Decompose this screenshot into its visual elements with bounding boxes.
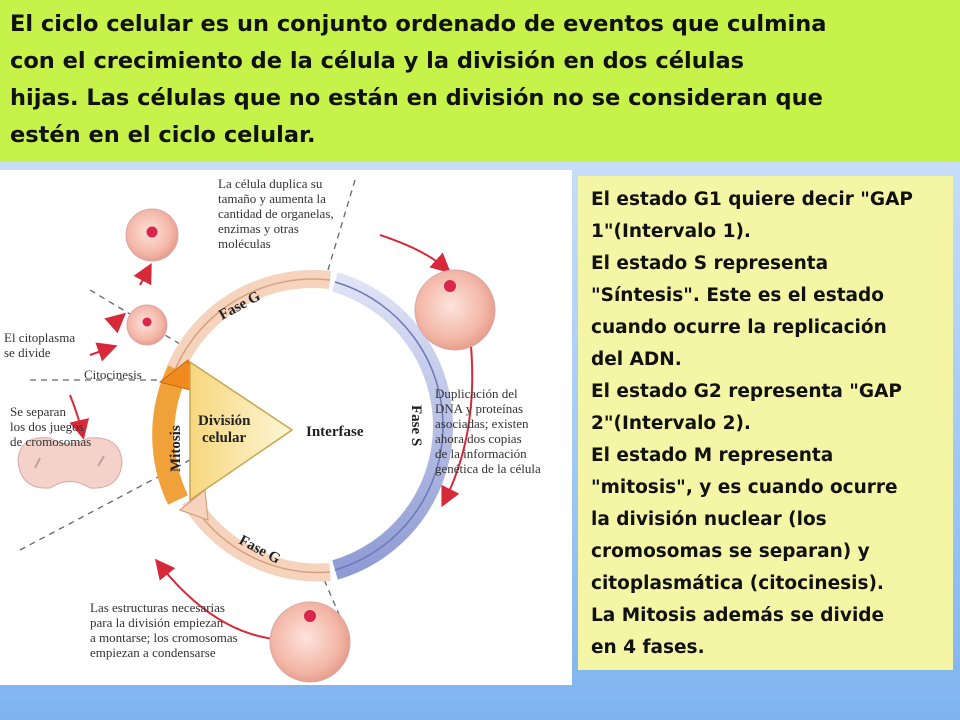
desc-top-line: moléculas [218, 236, 271, 251]
label-division-line: celular [202, 430, 246, 446]
desc-left1-line: El citoplasma [4, 330, 75, 345]
desc-left-cytoplasm: El citoplasma se divide [4, 330, 78, 360]
red-arrow [89, 342, 118, 362]
desc-right-line: de la información [435, 446, 527, 461]
label-division: División celular [198, 413, 254, 446]
desc-bottom-line: Las estructuras necesarias [90, 600, 225, 615]
desc-bottom-line: a montarse; los cromosomas [90, 630, 238, 645]
desc-right-line: ahora dos copias [435, 431, 522, 446]
desc-top-line: tamaño y aumenta la [218, 191, 326, 206]
info-line: 2"(Intervalo 2). [591, 413, 751, 434]
cell-large-bottom [269, 601, 351, 683]
desc-bottom-line: para la división empiezan [90, 615, 224, 630]
desc-right-line: asociadas; existen [435, 416, 529, 431]
banner-line-2: con el crecimiento de la célula y la div… [10, 48, 745, 74]
top-banner: El ciclo celular es un conjunto ordenado… [0, 0, 960, 162]
red-arrow [133, 262, 152, 286]
info-line: "mitosis", y es cuando ocurre [591, 477, 898, 498]
arc-fase-g2 [182, 495, 331, 582]
cell-dividing [17, 437, 123, 489]
info-panel: El estado G1 quiere decir "GAP 1"(Interv… [578, 176, 953, 670]
cell-cycle-diagram: La célula duplica su tamaño y aumenta la… [0, 170, 572, 685]
info-line: El estado S representa [591, 253, 829, 274]
info-line: cuando ocurre la replicación [591, 317, 887, 338]
label-fase-s: Fase S [408, 405, 424, 446]
label-division-line: División [198, 413, 251, 429]
arc-fase-g1-edge [174, 278, 331, 371]
desc-left-chromosomes: Se separan los dos juegos de cromosomas [10, 404, 91, 449]
desc-top: La célula duplica su tamaño y aumenta la… [218, 176, 337, 251]
desc-right-line: genética de la célula [435, 461, 541, 476]
banner-line-1: El ciclo celular es un conjunto ordenado… [10, 11, 827, 37]
label-citocinesis: Citocinesis [84, 367, 142, 382]
info-line: El estado M representa [591, 445, 834, 466]
info-line: "Síntesis". Este es el estado [591, 285, 884, 306]
dashed-line [319, 569, 351, 641]
desc-top-line: La célula duplica su [218, 176, 323, 191]
red-arrow [69, 394, 89, 440]
banner-line-3: hijas. Las células que no están en divis… [10, 85, 823, 111]
info-line: La Mitosis además se divide [591, 605, 885, 626]
desc-bottom-line: empiezan a condensarse [90, 645, 216, 660]
desc-right-line: Duplicación del [435, 386, 518, 401]
info-line: en 4 fases. [591, 637, 705, 658]
desc-left2-line: los dos juegos [10, 419, 84, 434]
desc-left2-line: de cromosomas [10, 434, 91, 449]
info-line: del ADN. [591, 349, 682, 370]
red-arrow [104, 312, 127, 334]
desc-left1-line: se divide [4, 345, 51, 360]
label-mitosis: Mitosis [168, 425, 184, 472]
arc-g2-arrowhead [178, 488, 209, 521]
info-line: 1"(Intervalo 1). [591, 221, 751, 242]
info-line: cromosomas se separan) y [591, 541, 870, 562]
cell-small-mid [126, 304, 168, 346]
desc-top-line: enzimas y otras [218, 221, 299, 236]
cell-cycle-svg: La célula duplica su tamaño y aumenta la… [4, 176, 541, 683]
info-line: citoplasmática (citocinesis). [591, 573, 884, 594]
info-line: El estado G1 quiere decir "GAP [591, 189, 913, 210]
arc-fase-s-edge [334, 281, 444, 571]
desc-bottom: Las estructuras necesarias para la divis… [90, 600, 241, 660]
label-interfase: Interfase [306, 424, 364, 440]
desc-top-line: cantidad de organelas, [218, 206, 334, 221]
desc-right-line: DNA y proteínas [435, 401, 523, 416]
desc-right: Duplicación del DNA y proteínas asociada… [435, 386, 541, 476]
desc-left2-line: Se separan [10, 404, 66, 419]
cell-large-right [414, 269, 496, 351]
info-line: El estado G2 representa "GAP [591, 381, 902, 402]
red-arrow [379, 234, 451, 274]
division-triangle [189, 360, 294, 502]
cell-small-top [125, 208, 179, 262]
dashed-line [324, 179, 356, 281]
info-line: la división nuclear (los [591, 509, 827, 530]
banner-line-4: estén en el ciclo celular. [10, 122, 316, 148]
red-arrow [441, 334, 474, 508]
